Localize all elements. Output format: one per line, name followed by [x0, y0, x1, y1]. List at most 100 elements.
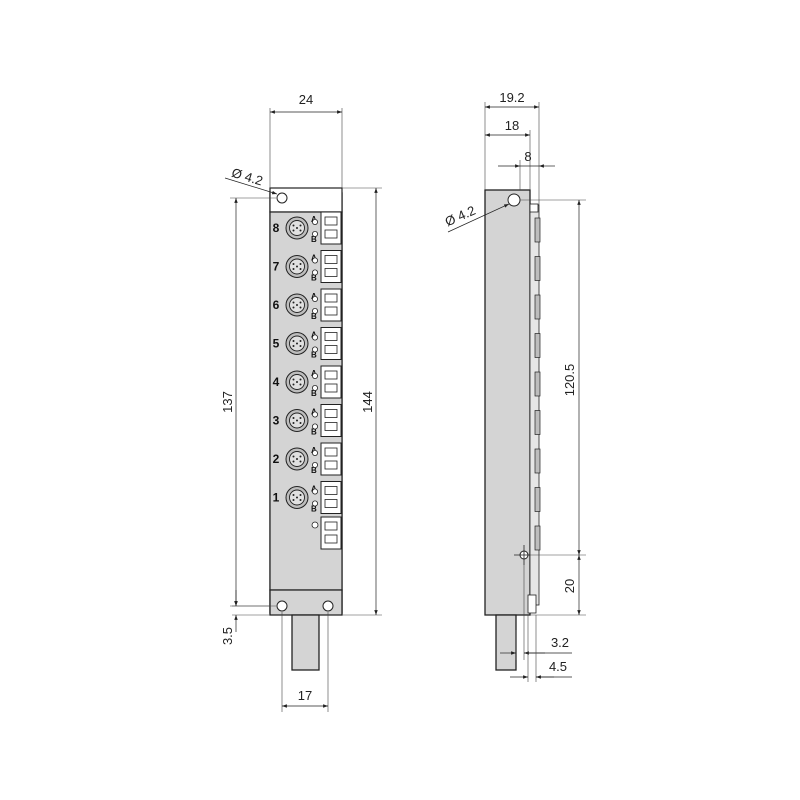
connector-pin — [292, 229, 295, 232]
front-cable — [291, 614, 320, 671]
port-number: 7 — [273, 260, 280, 274]
connector-pin — [292, 383, 295, 386]
connector-pin — [299, 301, 302, 304]
connector-pin — [299, 263, 302, 265]
connector-pin — [292, 378, 295, 381]
connector-pin — [292, 306, 295, 309]
side-rib — [534, 333, 541, 358]
led-label-b: B — [311, 389, 317, 398]
connector-pin — [292, 301, 295, 304]
port-6: 6AB — [273, 288, 342, 322]
connector-pin — [292, 268, 295, 270]
led-b — [311, 500, 318, 507]
connector-pin — [299, 494, 302, 496]
dim-depth-total: 19.2 — [499, 90, 524, 105]
side-rib — [534, 448, 541, 474]
label-window-top — [324, 370, 338, 380]
port-3: 3AB — [273, 404, 342, 437]
connector-pin — [299, 460, 302, 463]
port-number: 4 — [273, 375, 280, 389]
side-rib — [534, 217, 541, 243]
label-window-top — [324, 255, 338, 264]
side-top-hole — [507, 193, 521, 207]
spare-slot — [311, 516, 342, 550]
dim-cable-width: 17 — [298, 688, 312, 703]
label-window-top — [324, 332, 338, 341]
led-label-b: B — [311, 235, 317, 244]
connector-pin — [296, 265, 298, 268]
connector-pin — [296, 419, 298, 422]
connector-pin — [292, 460, 295, 463]
port-5: 5AB — [273, 327, 342, 360]
dim-width-top: 24 — [299, 92, 313, 107]
connector-pin — [299, 455, 302, 458]
label-window-top — [324, 293, 338, 303]
connector-pin — [296, 342, 298, 345]
connector-pin — [296, 304, 298, 306]
dim-offset-b: 4.5 — [549, 659, 567, 674]
connector-pin — [299, 340, 302, 342]
led-a — [311, 257, 318, 264]
led-b — [311, 384, 318, 391]
connector-pin — [299, 224, 302, 227]
port-number: 2 — [273, 452, 280, 466]
label-window-bottom — [324, 460, 338, 470]
connector-pin — [292, 494, 295, 496]
led-a — [311, 411, 318, 418]
dim-bottom-distance: 20 — [562, 579, 577, 593]
label-window-bottom — [324, 306, 338, 316]
led-b — [311, 307, 318, 314]
port-number: 5 — [273, 337, 280, 351]
dim-depth-body: 18 — [505, 118, 519, 133]
side-rib — [534, 410, 541, 435]
side-rib — [534, 371, 541, 397]
side-dimensions: 19.2 18 8 Ø 4.2 120.5 20 3.2 — [443, 90, 586, 682]
side-rib — [534, 487, 541, 512]
front-bottom-hole-left — [276, 600, 288, 612]
led-label-b: B — [311, 312, 317, 321]
dim-depth-connector: 8 — [524, 149, 531, 164]
front-view: 8AB7AB6AB5AB4AB3AB2AB1AB — [269, 187, 343, 671]
dim-total-height: 144 — [360, 391, 375, 413]
connector-pin — [299, 499, 302, 501]
port-number: 8 — [273, 221, 280, 235]
dim-hole-spacing: 137 — [220, 391, 235, 413]
label-window-top — [324, 409, 338, 418]
led-a — [311, 295, 318, 302]
connector-pin — [299, 306, 302, 309]
connector-pin — [299, 422, 302, 424]
connector-pin — [299, 268, 302, 270]
connector-pin — [296, 381, 298, 383]
label-window-bottom — [324, 229, 338, 239]
label-window-bottom — [324, 383, 338, 393]
led-a — [311, 218, 318, 225]
port-group: 8AB7AB6AB5AB4AB3AB2AB1AB — [273, 211, 342, 514]
connector-pin — [292, 224, 295, 227]
label-window-bottom — [324, 422, 338, 431]
led-b — [311, 461, 318, 468]
connector-pin — [299, 383, 302, 386]
led-label-b: B — [311, 466, 317, 475]
led-b — [311, 346, 318, 353]
dim-hole-distance: 120.5 — [562, 364, 577, 397]
label-window-bottom — [324, 345, 338, 354]
label-window-bottom — [324, 499, 338, 508]
connector-pin — [292, 345, 295, 347]
led-a — [311, 372, 318, 379]
led-b — [311, 269, 318, 276]
dim-offset-bottom: 3.5 — [220, 627, 235, 645]
led-b — [311, 423, 318, 430]
label-window-top — [324, 447, 338, 457]
label-window-top — [324, 486, 338, 495]
led-label-b: B — [311, 428, 317, 437]
connector-pin — [292, 340, 295, 342]
side-rib — [534, 294, 541, 320]
side-rib — [534, 525, 541, 551]
port-8: 8AB — [273, 211, 342, 245]
front-bottom-hole-right — [322, 600, 334, 612]
connector-pin — [292, 263, 295, 265]
led-a — [311, 488, 318, 495]
led-b — [311, 230, 318, 237]
